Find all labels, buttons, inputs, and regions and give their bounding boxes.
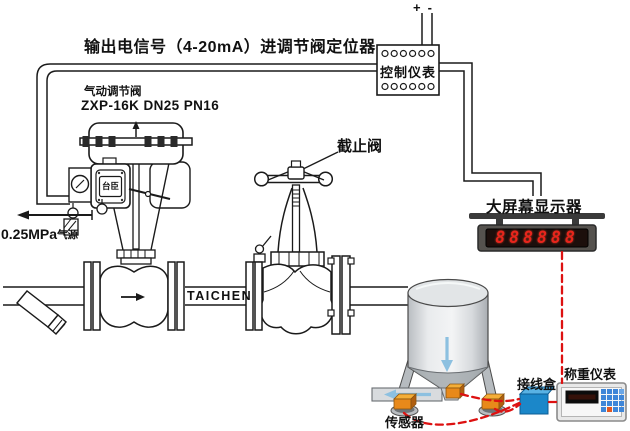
flow-arrow-right-icon [136, 293, 145, 301]
positioner-brand-plate: 台臣 [101, 181, 119, 191]
weighing-hopper-tank [395, 278, 498, 401]
controller-box [376, 44, 440, 96]
label-leader-line [298, 151, 339, 172]
junction-box-label: 接线盒 [517, 377, 557, 392]
control-valve-type-label: 气动调节阀 [84, 86, 142, 98]
pneumatic-control-valve [17, 121, 193, 331]
signal-wire-to-positioner [36, 63, 377, 205]
big-display-board [469, 213, 605, 252]
indicator-keypad [601, 389, 624, 412]
stop-valve [245, 151, 355, 335]
diaphragm-actuator [79, 121, 193, 165]
stem-arrow-up-icon [132, 121, 140, 129]
y-strainer [15, 290, 67, 335]
stop-valve-label: 截止阀 [337, 138, 383, 155]
display-digits: 888888 [495, 228, 579, 247]
polarity-marks: + - [413, 0, 432, 15]
plus-sign: + [413, 0, 421, 15]
handwheel [253, 160, 334, 187]
minus-sign: - [427, 0, 432, 15]
air-supply-label: 0.25MPa 气源 [1, 226, 78, 242]
pressure-gauge [68, 167, 92, 203]
air-supply-value: 0.25MPa [1, 226, 58, 242]
load-cell-center [445, 383, 465, 399]
sensor-cables-red-dashed [402, 250, 564, 426]
sensor-label: 传感器 [385, 415, 425, 430]
flow-arrow-down-icon [441, 337, 453, 372]
valve-stem [132, 162, 140, 250]
air-supply-unit: 气源 [57, 229, 79, 241]
load-cell-left [390, 393, 419, 417]
signal-wire-to-display [421, 13, 542, 196]
weighing-indicator-label: 称重仪表 [564, 367, 617, 382]
control-valve-body [83, 249, 185, 331]
valve-positioner [90, 157, 171, 209]
air-supply-arrow [17, 210, 93, 220]
yoke-housing [149, 161, 191, 209]
display-label: 大屏幕显示器 [486, 199, 583, 216]
pipe-brand-label: TAICHEN [187, 289, 253, 303]
display-bracket [469, 213, 605, 219]
controller-label: 控制仪表 [379, 65, 436, 80]
terminal-dots [381, 49, 435, 91]
signal-note: 输出电信号（4-20mA）进调节阀定位器 [84, 39, 376, 56]
weighing-indicator [556, 382, 627, 422]
load-cell-right [478, 393, 507, 417]
control-valve-model: ZXP-16K DN25 PN16 [81, 98, 220, 113]
